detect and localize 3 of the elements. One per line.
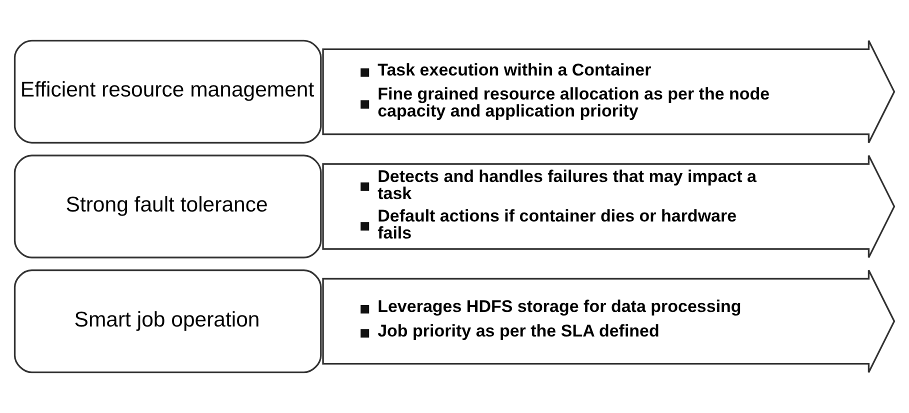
node-box: Smart job operation	[14, 269, 322, 374]
node-box: Strong fault tolerance	[14, 154, 322, 258]
node-box: Efficient resource management	[14, 40, 322, 144]
